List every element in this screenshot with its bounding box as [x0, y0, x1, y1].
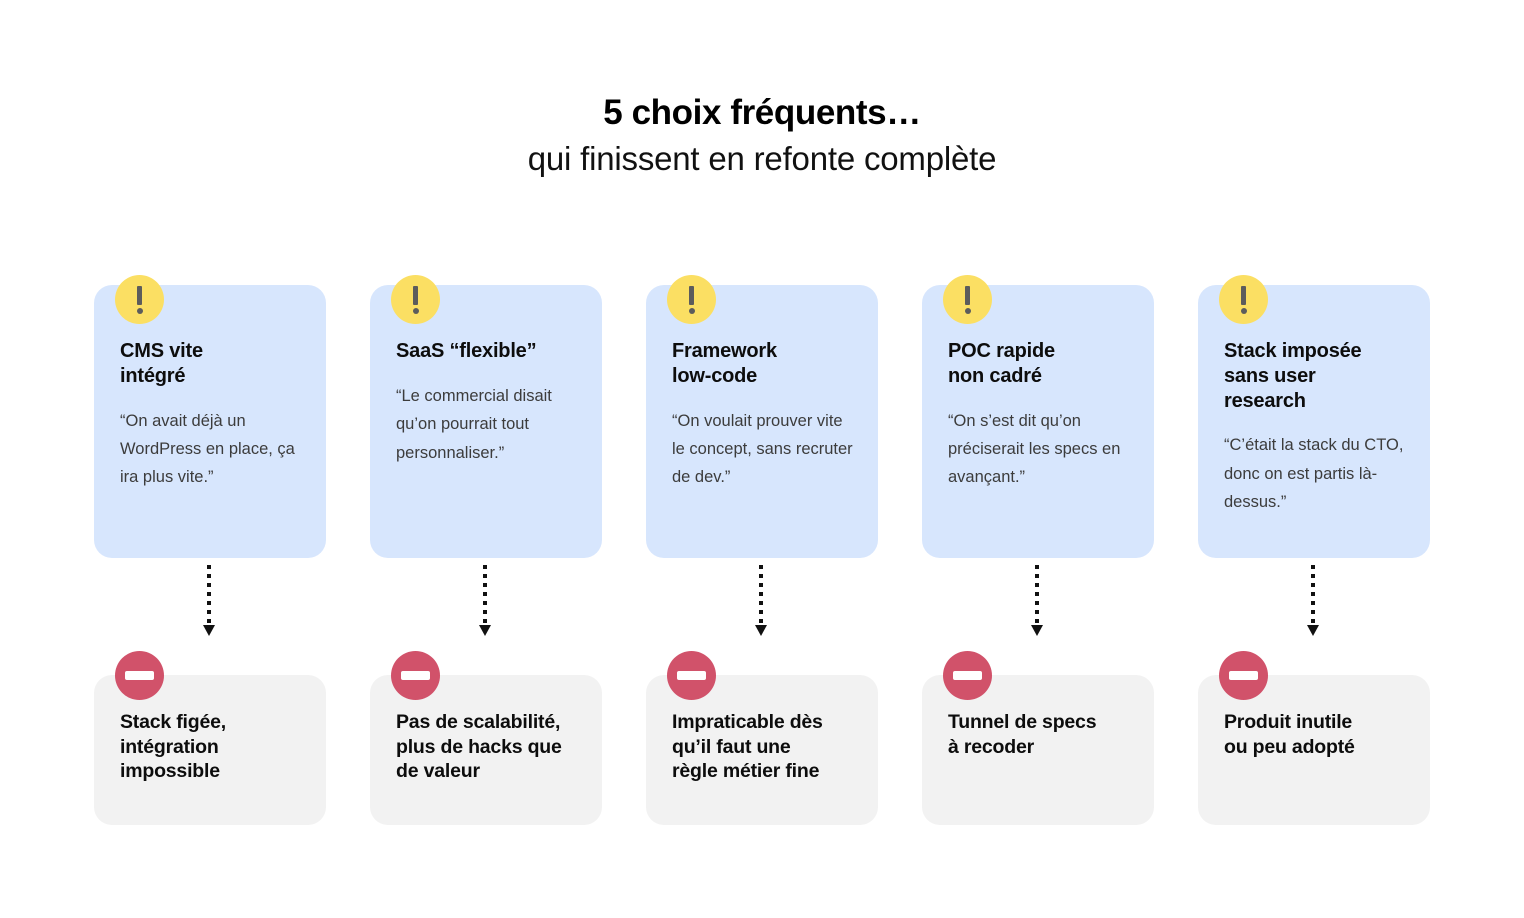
flow-column-3: Framework low-code “On voulait prouver v…	[646, 275, 878, 835]
flow-column-4: POC rapide non cadré “On s’est dit qu’on…	[922, 275, 1154, 835]
result-card-1[interactable]: Stack figée, intégration impossible	[94, 675, 326, 825]
dotted-arrow-down-icon	[203, 565, 215, 645]
cause-title-2: SaaS “flexible”	[396, 340, 537, 362]
result-text-5: Produit inutile ou peu adopté	[1224, 711, 1355, 758]
dotted-arrow-down-icon	[1307, 565, 1319, 645]
dotted-arrow-down-icon	[1031, 565, 1043, 645]
cause-card-3[interactable]: Framework low-code “On voulait prouver v…	[646, 285, 878, 558]
exclamation-bar	[965, 286, 970, 305]
flow-column-1: CMS vite intégré “On avait déjà un WordP…	[94, 275, 326, 835]
no-entry-bar	[125, 671, 154, 680]
no-entry-icon	[1219, 651, 1268, 700]
cause-quote-1: “On avait déjà un WordPress en place, ça…	[120, 411, 295, 487]
page-title: 5 choix fréquents…	[603, 93, 921, 132]
dotted-arrow-down-icon	[755, 565, 767, 645]
exclamation-bar	[1241, 286, 1246, 305]
result-card-4[interactable]: Tunnel de specs à recoder	[922, 675, 1154, 825]
exclamation-dot	[136, 308, 143, 314]
no-entry-icon	[943, 651, 992, 700]
cause-card-2[interactable]: SaaS “flexible” “Le commercial disait qu…	[370, 285, 602, 558]
cause-quote-2: “Le commercial disait qu’on pourrait tou…	[396, 386, 552, 462]
connector-dots	[1311, 565, 1315, 627]
connector-dots	[1035, 565, 1039, 627]
exclamation-bar	[137, 286, 142, 305]
flow-board: CMS vite intégré “On avait déjà un WordP…	[94, 275, 1432, 835]
cause-quote-3: “On voulait prouver vite le concept, san…	[672, 411, 853, 487]
result-card-5[interactable]: Produit inutile ou peu adopté	[1198, 675, 1430, 825]
exclamation-bar	[689, 286, 694, 305]
connector-dots	[207, 565, 211, 627]
page-subtitle: qui finissent en refonte complète	[527, 140, 997, 178]
exclamation-icon	[1219, 275, 1268, 324]
no-entry-bar	[953, 671, 982, 680]
cause-quote-5: “C’était la stack du CTO, donc on est pa…	[1224, 436, 1404, 512]
connector-arrowhead	[755, 625, 767, 636]
cause-title-4: POC rapide non cadré	[948, 340, 1055, 387]
connector-dots	[483, 565, 487, 627]
cause-card-1[interactable]: CMS vite intégré “On avait déjà un WordP…	[94, 285, 326, 558]
cause-title-1: CMS vite intégré	[120, 340, 203, 387]
cause-quote-4: “On s’est dit qu’on préciserait les spec…	[948, 411, 1121, 487]
connector-arrowhead	[479, 625, 491, 636]
exclamation-dot	[688, 308, 695, 314]
connector-arrowhead	[1307, 625, 1319, 636]
exclamation-icon	[667, 275, 716, 324]
exclamation-icon	[943, 275, 992, 324]
result-text-2: Pas de scalabilité, plus de hacks que de…	[396, 711, 562, 783]
no-entry-bar	[401, 671, 430, 680]
result-card-3[interactable]: Impraticable dès qu’il faut une règle mé…	[646, 675, 878, 825]
no-entry-icon	[391, 651, 440, 700]
result-text-1: Stack figée, intégration impossible	[120, 711, 226, 783]
page-header: 5 choix fréquents… qui finissent en refo…	[0, 92, 1524, 180]
exclamation-icon	[391, 275, 440, 324]
cause-card-5[interactable]: Stack imposée sans user research “C’étai…	[1198, 285, 1430, 558]
exclamation-dot	[412, 308, 419, 314]
result-card-2[interactable]: Pas de scalabilité, plus de hacks que de…	[370, 675, 602, 825]
no-entry-bar	[1229, 671, 1258, 680]
cause-title-3: Framework low-code	[672, 340, 777, 387]
no-entry-icon	[667, 651, 716, 700]
no-entry-icon	[115, 651, 164, 700]
flow-column-5: Stack imposée sans user research “C’étai…	[1198, 275, 1430, 835]
exclamation-icon	[115, 275, 164, 324]
exclamation-dot	[1240, 308, 1247, 314]
connector-arrowhead	[1031, 625, 1043, 636]
result-text-4: Tunnel de specs à recoder	[948, 711, 1097, 758]
no-entry-bar	[677, 671, 706, 680]
connector-arrowhead	[203, 625, 215, 636]
cause-title-5: Stack imposée sans user research	[1224, 340, 1362, 412]
cause-card-4[interactable]: POC rapide non cadré “On s’est dit qu’on…	[922, 285, 1154, 558]
connector-dots	[759, 565, 763, 627]
exclamation-bar	[413, 286, 418, 305]
dotted-arrow-down-icon	[479, 565, 491, 645]
result-text-3: Impraticable dès qu’il faut une règle mé…	[672, 711, 823, 783]
exclamation-dot	[964, 308, 971, 314]
flow-column-2: SaaS “flexible” “Le commercial disait qu…	[370, 275, 602, 835]
